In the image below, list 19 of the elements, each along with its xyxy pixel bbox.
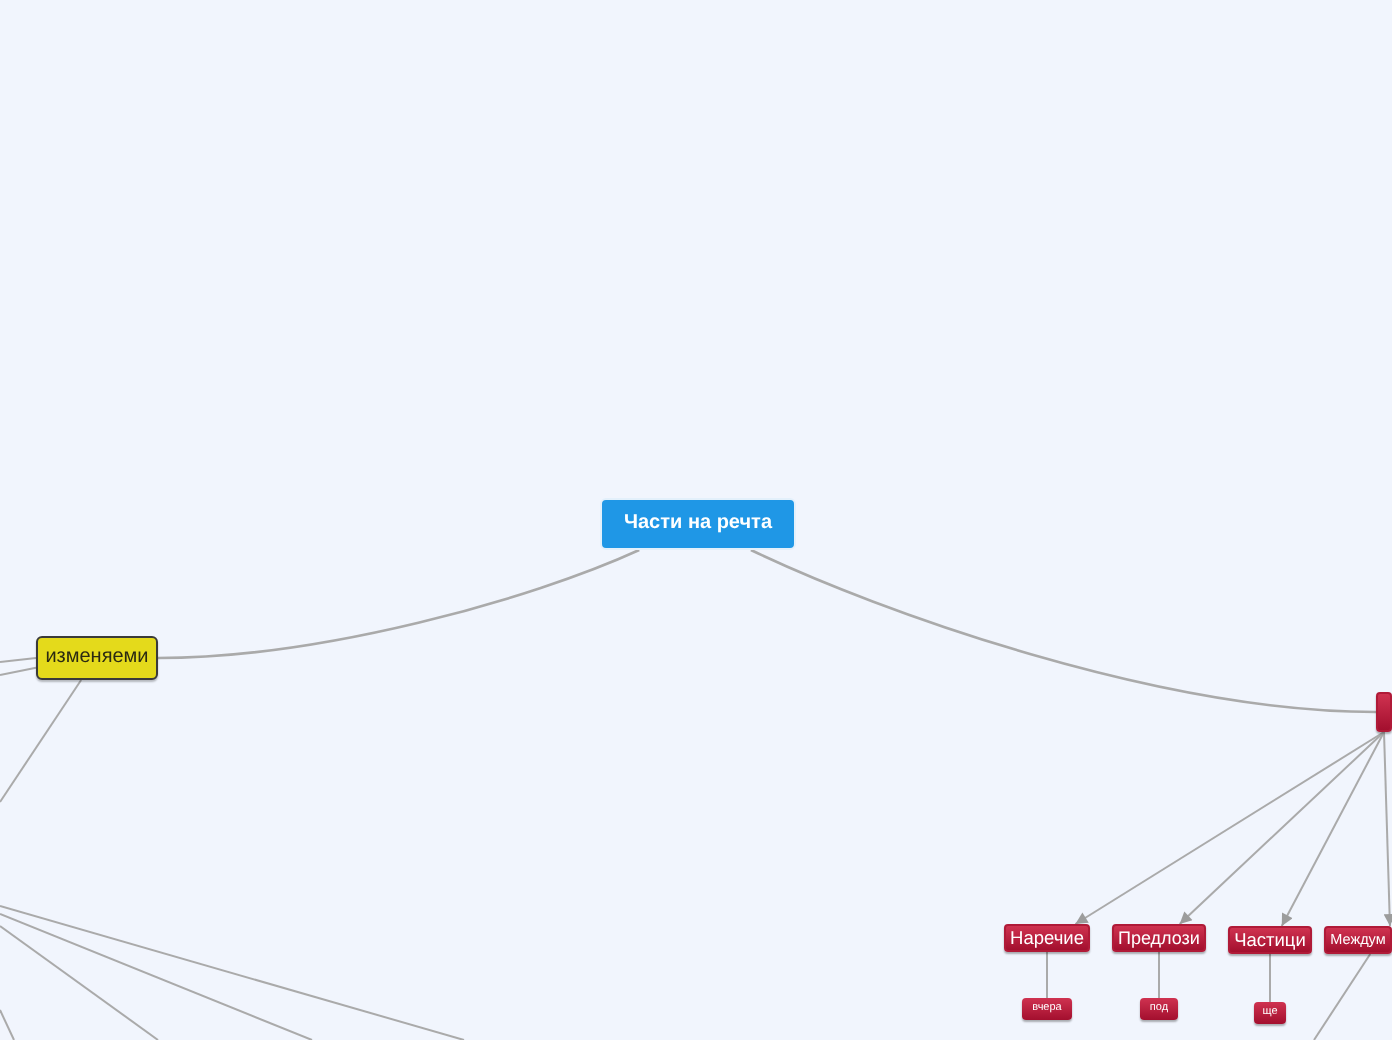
connector-line — [1046, 951, 1048, 999]
connector-line — [750, 548, 1377, 714]
connector-line — [0, 657, 37, 663]
arrow — [1074, 731, 1385, 925]
arrow — [1383, 731, 1392, 927]
topic-node: изменяеми — [36, 636, 158, 680]
arrow — [1178, 731, 1385, 925]
connector-line — [1158, 951, 1160, 999]
subtopic-node — [1376, 692, 1392, 732]
subtopic-node: Частици — [1228, 926, 1312, 954]
central-topic: Части на речта — [600, 498, 796, 550]
subtopic-node: Предлози — [1112, 924, 1206, 952]
connector-line — [0, 666, 37, 676]
connector-line — [1313, 953, 1372, 1040]
subtopic-node: Наречие — [1004, 924, 1090, 952]
connector-line — [0, 679, 83, 803]
connector-line — [1269, 953, 1271, 1003]
connector-line — [157, 548, 640, 660]
arrow — [1280, 731, 1385, 927]
